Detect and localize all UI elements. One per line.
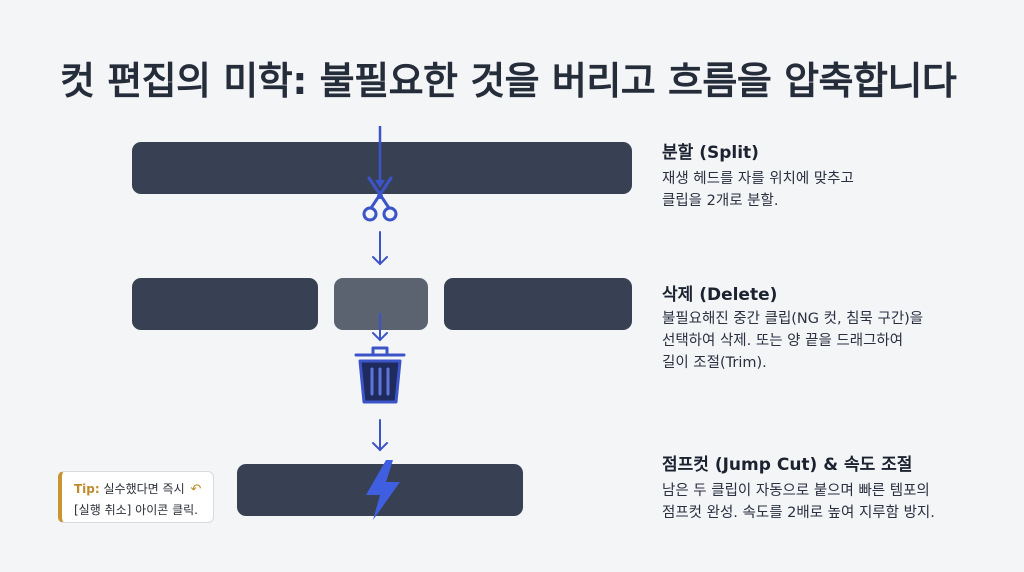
- lightning-icon: [366, 460, 400, 520]
- tip-text-line-1: 실수했다면 즉시: [103, 482, 185, 496]
- step-jumpcut-description: 남은 두 클립이 자동으로 붙으며 빠른 템포의 점프컷 완성. 속도를 2배로…: [662, 480, 935, 524]
- tip-label: Tip:: [74, 482, 100, 496]
- timeline-clip-full[interactable]: [132, 142, 632, 194]
- timeline-clip-right[interactable]: [444, 278, 632, 330]
- step-jumpcut-desc-line: 점프컷 완성. 속도를 2배로 높여 지루함 방지.: [662, 505, 935, 521]
- step-delete-desc-line: 불필요해진 중간 클립(NG 컷, 침묵 구간)을: [662, 311, 924, 327]
- timeline-clip-left[interactable]: [132, 278, 318, 330]
- tip-row-1: Tip: 실수했다면 즉시 ↶: [74, 479, 205, 500]
- arrow-down-icon: [372, 231, 388, 266]
- step-delete-desc-line: 선택하여 삭제. 또는 양 끝을 드래그하여: [662, 333, 904, 349]
- step-delete-description: 불필요해진 중간 클립(NG 컷, 침묵 구간)을 선택하여 삭제. 또는 양 …: [662, 308, 923, 374]
- step-delete-title: 삭제 (Delete): [662, 285, 778, 305]
- page-title: 컷 편집의 미학: 불필요한 것을 버리고 흐름을 압축합니다: [60, 59, 957, 103]
- step-jumpcut-desc-line: 남은 두 클립이 자동으로 붙으며 빠른 템포의: [662, 483, 930, 499]
- scissors-icon: [362, 176, 398, 222]
- arrow-down-icon: [372, 313, 388, 342]
- step-split-desc-line: 클립을 2개로 분할.: [662, 193, 779, 209]
- step-split-title: 분할 (Split): [662, 143, 759, 163]
- trash-icon: [354, 346, 406, 404]
- tip-text-line-2: [실행 취소] 아이콘 클릭.: [74, 503, 198, 517]
- step-split-description: 재생 헤드를 자를 위치에 맞추고 클립을 2개로 분할.: [662, 168, 854, 212]
- step-jumpcut-title: 점프컷 (Jump Cut) & 속도 조절: [662, 455, 913, 475]
- step-delete-desc-line: 길이 조절(Trim).: [662, 355, 767, 371]
- tip-box: Tip: 실수했다면 즉시 ↶ [실행 취소] 아이콘 클릭.: [58, 471, 214, 523]
- playhead-line: [375, 126, 385, 188]
- step-split-desc-line: 재생 헤드를 자를 위치에 맞추고: [662, 171, 854, 187]
- undo-icon: ↶: [190, 482, 202, 497]
- arrow-down-icon: [372, 419, 388, 452]
